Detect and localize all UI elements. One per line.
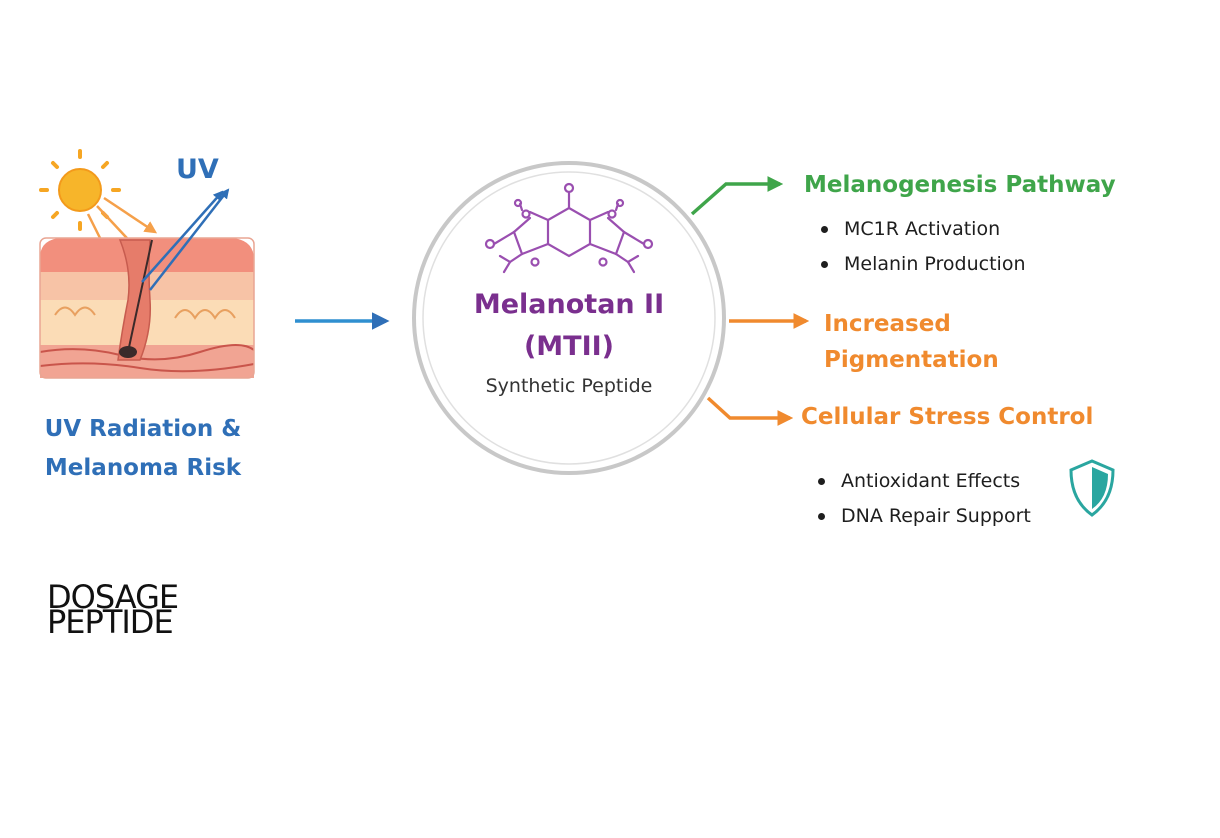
left-caption: UV Radiation & Melanoma Risk <box>18 410 268 488</box>
uv-rays <box>141 188 230 291</box>
brand-logo: DOSAGE PEPTIDE <box>47 578 179 641</box>
list-item: Antioxidant Effects <box>815 467 1031 502</box>
peptide-name-line1: Melanotan II <box>473 289 665 320</box>
outcome-pigmentation-line2: Pigmentation <box>824 347 999 373</box>
shield-icon <box>1069 459 1115 517</box>
outcome-pigmentation-line1: Increased <box>824 311 951 337</box>
outcome-melanogenesis-title: Melanogenesis Pathway <box>804 172 1116 198</box>
peptide-name: Melanotan II (MTII) <box>413 284 725 368</box>
list-item: MC1R Activation <box>818 215 1026 250</box>
peptide-subtitle: Synthetic Peptide <box>485 375 653 397</box>
brand-line1: DOSAGE <box>47 578 179 616</box>
left-caption-line2: Melanoma Risk <box>44 455 242 481</box>
peptide-name-line2: (MTII) <box>523 331 615 362</box>
outcome-melanogenesis-list: MC1R Activation Melanin Production <box>818 215 1026 285</box>
left-caption-line1: UV Radiation & <box>44 416 242 442</box>
molecule-icon <box>484 182 654 274</box>
list-item: DNA Repair Support <box>815 502 1031 537</box>
arrow-stress-control <box>706 396 794 426</box>
brand-line2: PEPTIDE <box>47 603 174 641</box>
outcome-stress-title: Cellular Stress Control <box>801 404 1094 430</box>
uv-label: UV <box>176 154 219 185</box>
skin-cross-section-icon <box>39 237 255 379</box>
outcome-stress-list: Antioxidant Effects DNA Repair Support <box>815 467 1031 537</box>
list-item: Melanin Production <box>818 250 1026 285</box>
outcome-pigmentation-title: Increased Pigmentation <box>824 306 999 378</box>
arrow-melanogenesis <box>690 176 784 216</box>
